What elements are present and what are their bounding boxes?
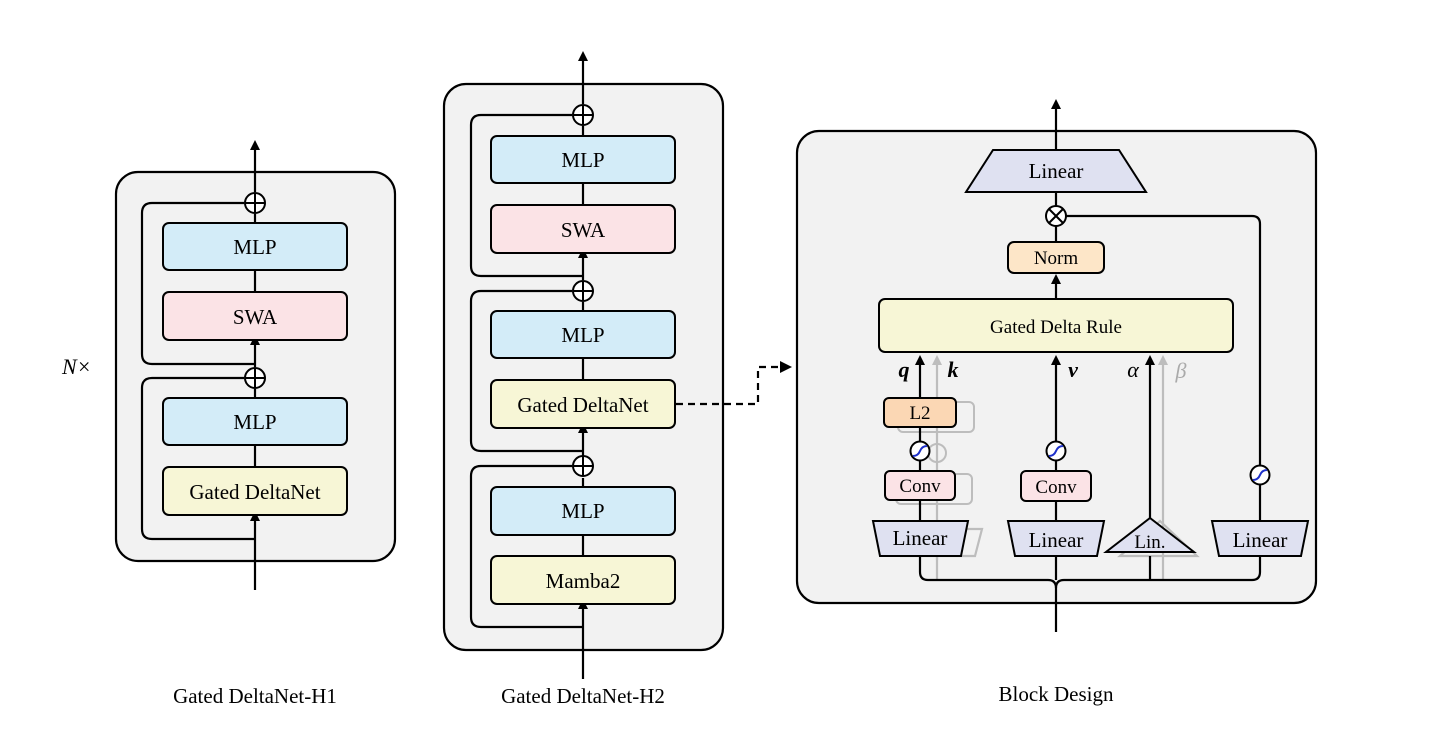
linear-gate-label: Linear: [1233, 528, 1288, 552]
l2-box: [883, 397, 957, 428]
block-design-diagram: Linear Norm Gated Delta Rule q k v α β L…: [795, 99, 1318, 706]
h1-gated-deltanet-box: [162, 466, 348, 516]
h2-mlp-2-label: MLP: [561, 323, 604, 347]
h1-mlp-bottom-box: [162, 397, 348, 446]
q-label: q: [899, 357, 910, 382]
h2-mlp-3-label: MLP: [561, 499, 604, 523]
block-caption: Block Design: [999, 682, 1114, 706]
lin-ab-label: Lin.: [1134, 532, 1165, 553]
gated-delta-rule-label: Gated Delta Rule: [990, 317, 1122, 338]
gate-wire-top: [1066, 214, 1262, 466]
alpha-label: α: [1127, 357, 1139, 382]
h1-mlp-top-label: MLP: [233, 235, 276, 259]
dashed-connector-arrowhead: [780, 361, 792, 373]
h2-add-node-3: [572, 104, 594, 126]
h1-residual-lower: [140, 376, 255, 541]
h1-add-node-upper: [244, 192, 266, 214]
h1-add-node-lower: [244, 367, 266, 389]
h2-add-node-2: [572, 280, 594, 302]
h2-mlp-3-box: [490, 486, 676, 536]
h1-caption: Gated DeltaNet-H1: [173, 684, 337, 708]
conv-qk-label: Conv: [899, 476, 941, 497]
linear-v-box: [1006, 520, 1106, 557]
silu-activation-icon: [909, 440, 931, 462]
h2-gated-deltanet-label: Gated DeltaNet: [517, 393, 648, 417]
beta-label: β: [1175, 358, 1187, 383]
h2-swa-label: SWA: [561, 218, 606, 242]
conv-v-label: Conv: [1035, 477, 1077, 498]
h1-residual-upper: [140, 201, 255, 366]
h2-residual-3: [469, 113, 583, 278]
h2-mamba2-box: [490, 555, 676, 605]
bus-right: [1054, 556, 1262, 589]
gated-delta-rule-box: [878, 298, 1234, 353]
linear-gate-box: [1210, 520, 1310, 557]
silu-activation-icon: [1249, 464, 1271, 486]
h2-add-node-1: [572, 455, 594, 477]
linear-qk-label: Linear: [893, 526, 948, 550]
linear-qk-box: [871, 520, 970, 557]
h1-swa-box: [162, 291, 348, 341]
h1-repeat-label: N×: [61, 354, 92, 379]
h1-mlp-top-box: [162, 222, 348, 271]
h2-mlp-1-label: MLP: [561, 148, 604, 172]
h1-diagram: MLP SWA MLP Gated DeltaNet N× Gated Delt…: [61, 140, 397, 708]
linear-out-label: Linear: [1029, 159, 1084, 183]
k-label: k: [948, 357, 959, 382]
l2-label: L2: [909, 403, 930, 424]
h2-mlp-2-box: [490, 310, 676, 359]
h1-swa-label: SWA: [233, 305, 278, 329]
h2-mamba2-label: Mamba2: [546, 569, 621, 593]
linear-out-box: [964, 149, 1148, 193]
v-label: v: [1068, 357, 1078, 382]
h2-residual-2: [469, 289, 583, 453]
h2-caption: Gated DeltaNet-H2: [501, 684, 665, 708]
h1-gated-deltanet-label: Gated DeltaNet: [189, 480, 320, 504]
multiply-node: [1045, 205, 1067, 227]
h2-residual-1: [469, 464, 583, 629]
norm-label: Norm: [1034, 248, 1079, 269]
h2-swa-box: [490, 204, 676, 254]
lin-ab-box: [1103, 516, 1197, 553]
silu-activation-icon: [1045, 440, 1067, 462]
linear-v-label: Linear: [1029, 528, 1084, 552]
h1-mlp-bottom-label: MLP: [233, 410, 276, 434]
conv-v-box: [1020, 470, 1092, 502]
conv-qk-box: [884, 470, 956, 501]
h2-mlp-1-box: [490, 135, 676, 184]
h2-gated-deltanet-box: [490, 379, 676, 429]
dashed-connector: [676, 365, 786, 406]
norm-box: [1007, 241, 1105, 274]
h2-diagram: MLP SWA MLP Gated DeltaNet MLP Mamba2 Ga…: [442, 51, 725, 708]
